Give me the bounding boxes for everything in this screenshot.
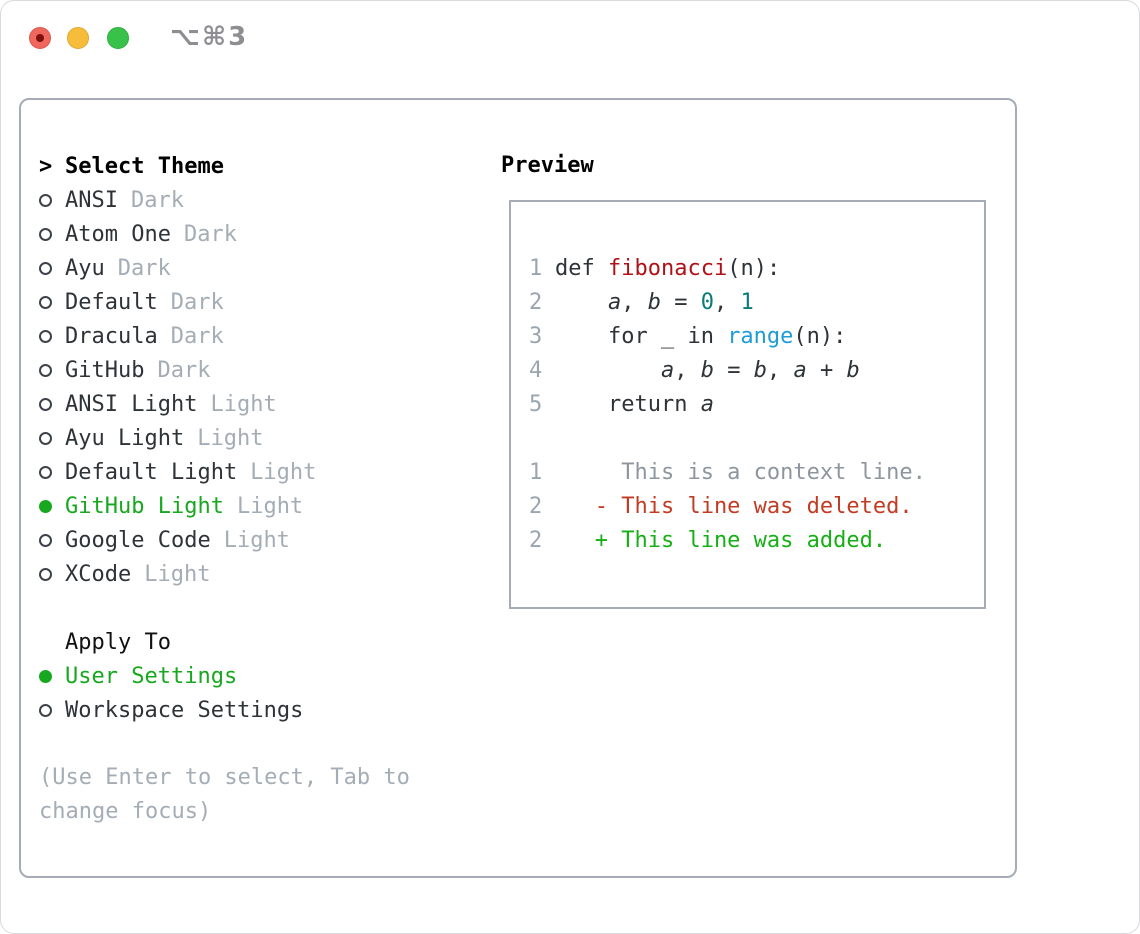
- line-number: 2: [529, 290, 543, 315]
- code-line: 2 a, b = 0, 1: [529, 286, 984, 320]
- line-number: 2: [529, 528, 543, 553]
- code-line: 2 - This line was deleted.: [529, 490, 984, 524]
- keyboard-hint-line2: change focus): [39, 799, 212, 824]
- variant-label: Dark: [117, 255, 171, 281]
- minimize-button[interactable]: [67, 27, 89, 49]
- close-button[interactable]: [29, 27, 51, 49]
- variant-label: Dark: [183, 221, 237, 247]
- line-number: 1: [529, 256, 543, 281]
- radio-icon: [39, 533, 65, 547]
- spacer: [39, 727, 410, 761]
- radio-icon: [39, 465, 65, 479]
- option-label: ANSI Light: [65, 391, 198, 417]
- line-number: 4: [529, 358, 543, 383]
- keyboard-hint-line1: (Use Enter to select, Tab to: [39, 765, 410, 790]
- option-label: User Settings: [65, 663, 238, 689]
- theme-option[interactable]: Default Light Light: [39, 455, 410, 489]
- theme-option[interactable]: XCode Light: [39, 557, 410, 591]
- option-label: Atom One: [65, 221, 171, 247]
- theme-option[interactable]: Atom One Dark: [39, 217, 410, 251]
- apply-to-header-row: Apply To: [39, 625, 410, 659]
- theme-list-header: Select Theme: [65, 153, 224, 179]
- variant-label: Dark: [170, 323, 224, 349]
- radio-icon: [39, 227, 65, 241]
- theme-option[interactable]: GitHub Light Light: [39, 489, 410, 523]
- option-label: GitHub Light: [65, 493, 224, 519]
- radio-icon: [39, 431, 65, 445]
- option-label: Ayu: [65, 255, 105, 281]
- line-number: 1: [529, 460, 543, 485]
- line-number: 5: [529, 392, 543, 417]
- theme-option[interactable]: Ayu Dark: [39, 251, 410, 285]
- radio-icon: [39, 261, 65, 275]
- window-title: ⌥⌘3: [170, 22, 249, 52]
- theme-option[interactable]: Ayu Light Light: [39, 421, 410, 455]
- variant-label: Light: [223, 527, 290, 553]
- option-label: Dracula: [65, 323, 158, 349]
- code-line: 1 This is a context line.: [529, 456, 984, 490]
- variant-label: Dark: [130, 187, 184, 213]
- radio-icon: [39, 329, 65, 343]
- radio-icon: [39, 295, 65, 309]
- maximize-button[interactable]: [107, 27, 129, 49]
- variant-label: Light: [250, 459, 317, 485]
- option-label: Workspace Settings: [65, 697, 304, 723]
- radio-icon: [39, 669, 65, 683]
- variant-label: Light: [210, 391, 277, 417]
- variant-label: Light: [144, 561, 211, 587]
- radio-icon: [39, 499, 65, 513]
- preview-header: Preview: [501, 153, 594, 178]
- radio-icon: [39, 397, 65, 411]
- theme-option[interactable]: Dracula Dark: [39, 319, 410, 353]
- line-number: 2: [529, 494, 543, 519]
- code-line: [529, 422, 984, 456]
- theme-option[interactable]: ANSI Light Light: [39, 387, 410, 421]
- option-label: Ayu Light: [65, 425, 185, 451]
- option-label: GitHub: [65, 357, 145, 383]
- option-label: Google Code: [65, 527, 211, 553]
- variant-label: Light: [236, 493, 304, 519]
- apply-to-option[interactable]: User Settings: [39, 659, 410, 693]
- radio-icon: [39, 363, 65, 377]
- theme-list-header-row: > Select Theme: [39, 149, 410, 183]
- line-number: 3: [529, 324, 543, 349]
- selection-caret-icon: >: [39, 153, 53, 179]
- option-label: XCode: [65, 561, 132, 587]
- spacer: [39, 591, 410, 625]
- theme-option[interactable]: GitHub Dark: [39, 353, 410, 387]
- theme-option[interactable]: Google Code Light: [39, 523, 410, 557]
- radio-icon: [39, 703, 65, 717]
- variant-label: Light: [197, 425, 264, 451]
- code-line: 2 + This line was added.: [529, 524, 984, 558]
- code-line: 4 a, b = b, a + b: [529, 354, 984, 388]
- code-line: 3 for _ in range(n):: [529, 320, 984, 354]
- code-line: 5 return a: [529, 388, 984, 422]
- theme-option[interactable]: Default Dark: [39, 285, 410, 319]
- variant-label: Dark: [170, 289, 224, 315]
- apply-to-header: Apply To: [65, 629, 171, 655]
- radio-icon: [39, 193, 65, 207]
- radio-icon: [39, 567, 65, 581]
- apply-to-option[interactable]: Workspace Settings: [39, 693, 410, 727]
- option-label: Default Light: [65, 459, 238, 485]
- option-label: ANSI: [65, 187, 118, 213]
- option-label: Default: [65, 289, 158, 315]
- variant-label: Dark: [157, 357, 211, 383]
- theme-option[interactable]: ANSI Dark: [39, 183, 410, 217]
- close-dot-icon: [36, 34, 44, 42]
